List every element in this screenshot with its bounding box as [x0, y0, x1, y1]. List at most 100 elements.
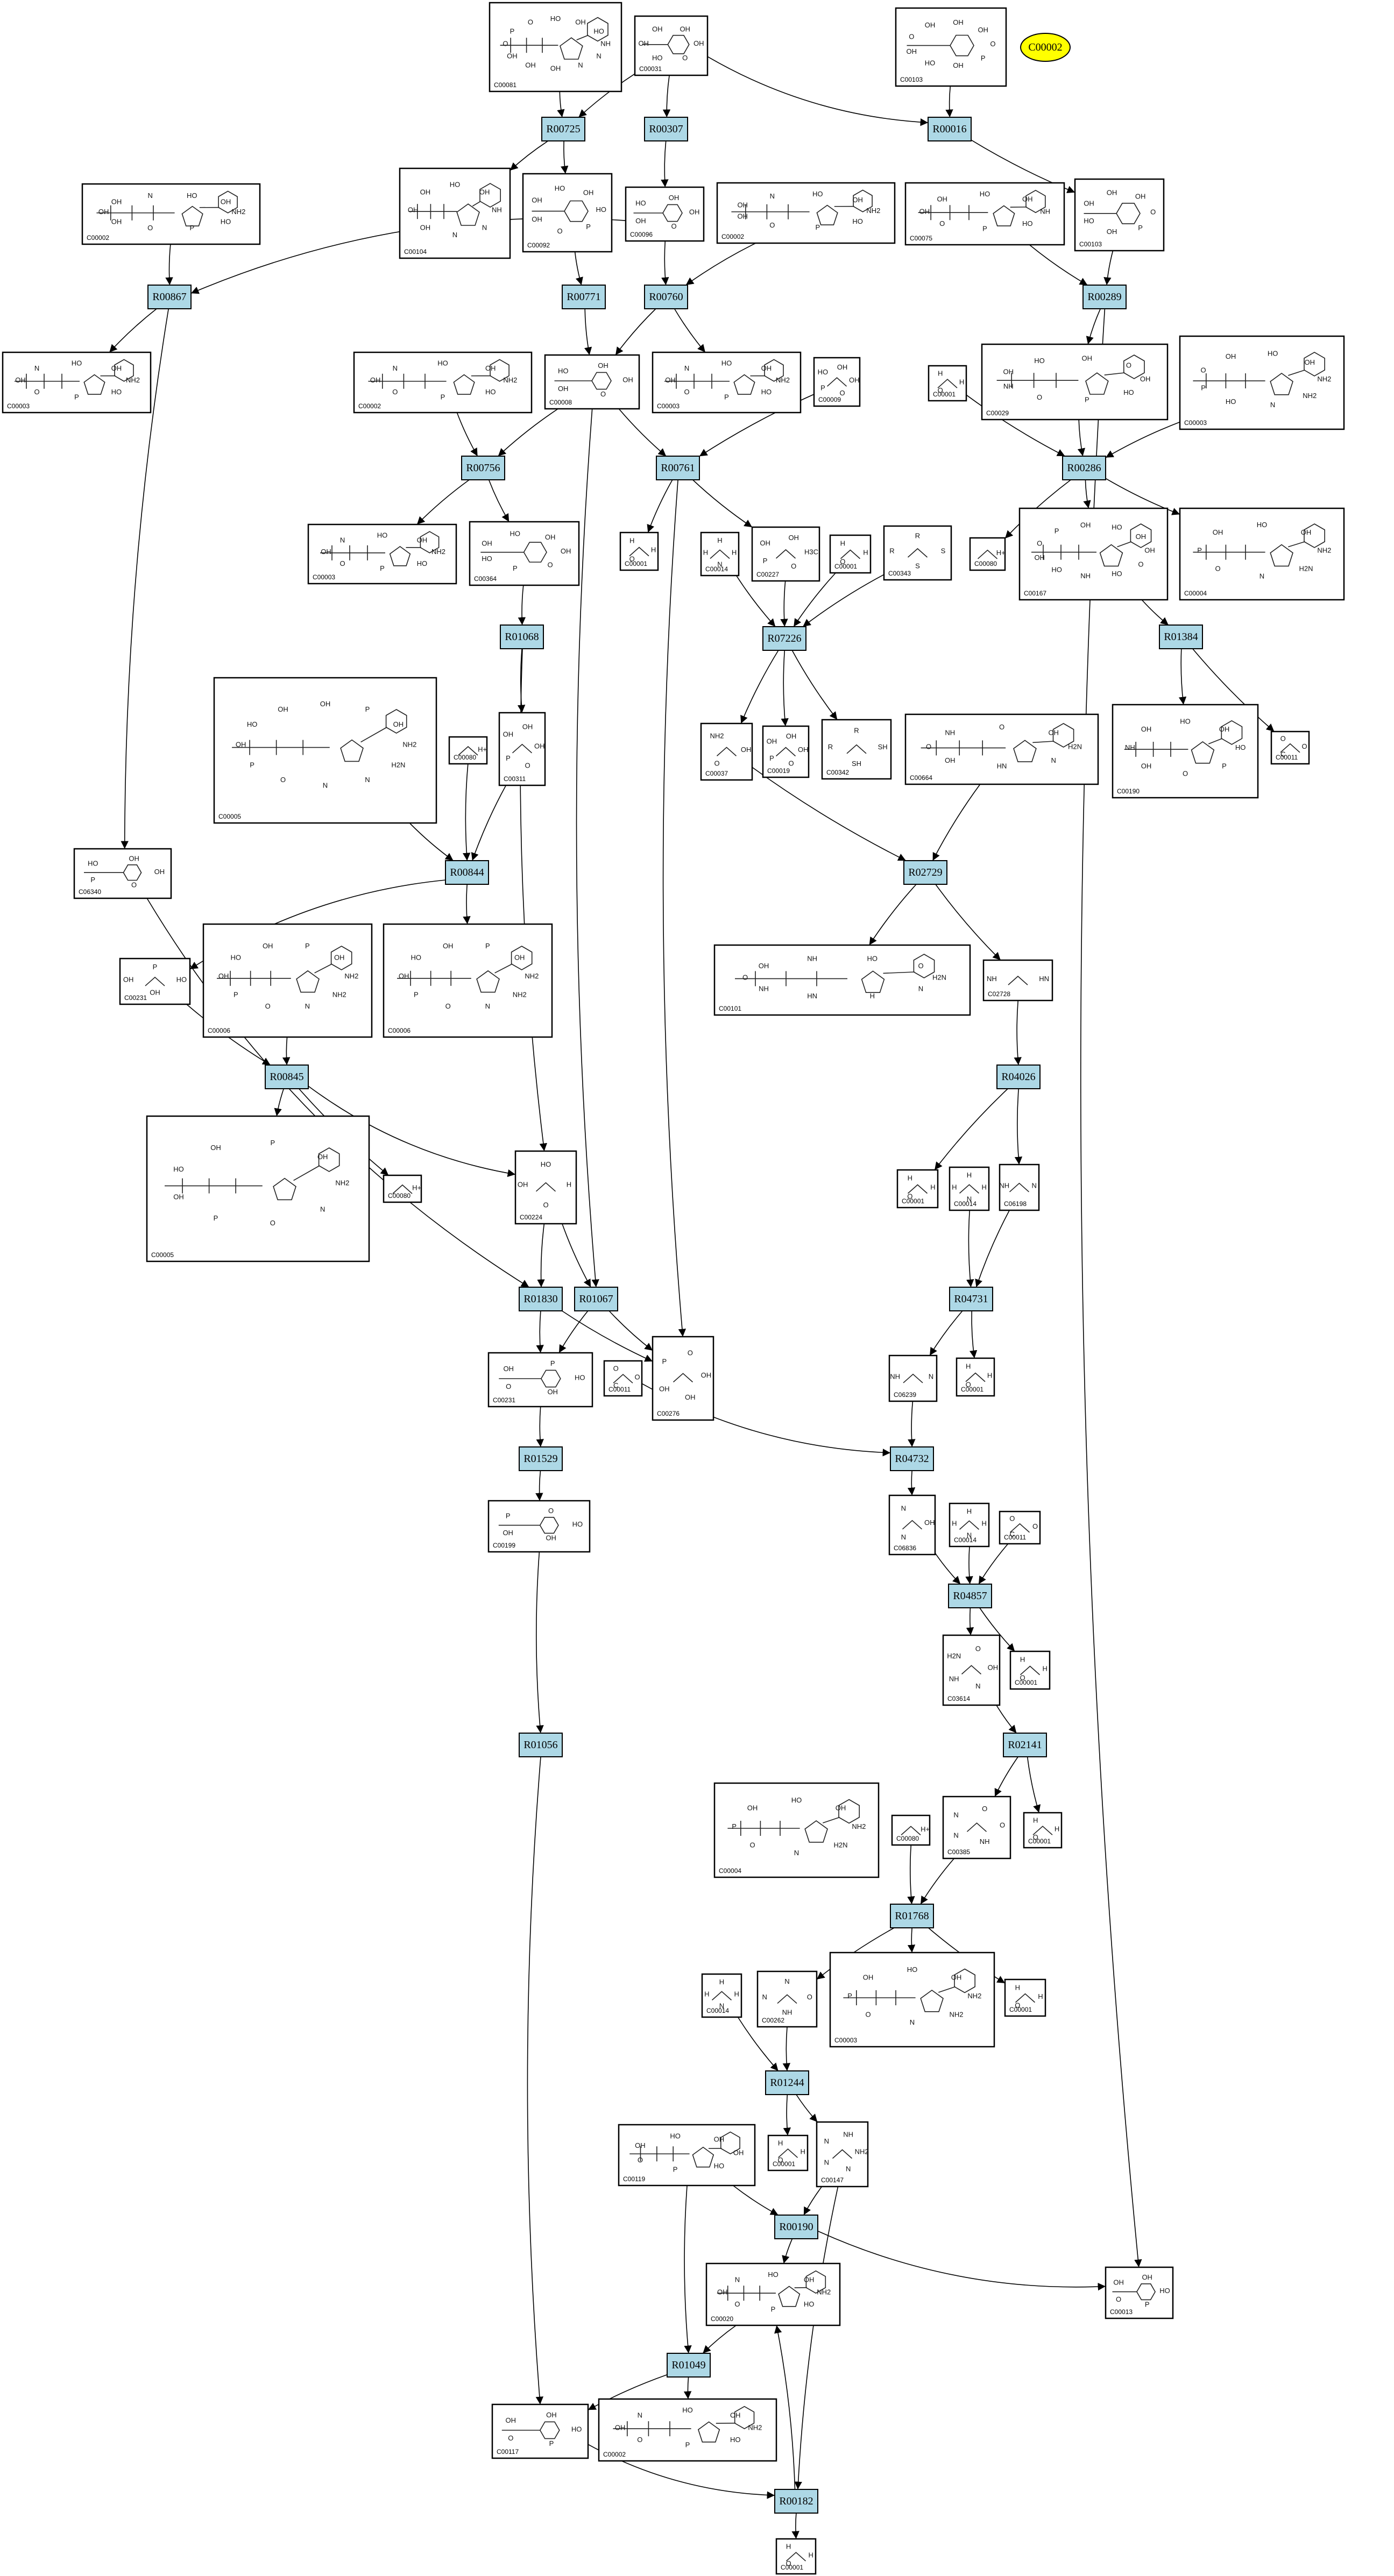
reaction-R00771[interactable]: R00771 — [562, 285, 606, 309]
compound-C00080[interactable]: H+C00080 — [891, 1814, 931, 1846]
reaction-R04731[interactable]: R04731 — [949, 1287, 993, 1311]
reaction-R01768[interactable]: R01768 — [890, 1904, 934, 1928]
reaction-R01068[interactable]: R01068 — [500, 625, 544, 649]
compound-C00080[interactable]: H+C00080 — [969, 537, 1006, 571]
reaction-R01067[interactable]: R01067 — [574, 1287, 618, 1311]
reaction-R00760[interactable]: R00760 — [644, 285, 688, 309]
reaction-R00289[interactable]: R00289 — [1082, 285, 1127, 309]
reaction-R01384[interactable]: R01384 — [1159, 625, 1203, 649]
reaction-R00867[interactable]: R00867 — [147, 285, 192, 309]
reaction-R04732[interactable]: R04732 — [890, 1446, 934, 1471]
compound-C00080[interactable]: H+C00080 — [383, 1174, 422, 1203]
reaction-R01529[interactable]: R01529 — [519, 1446, 563, 1471]
compound-C00080[interactable]: H+C00080 — [448, 736, 488, 765]
reaction-R00845[interactable]: R00845 — [265, 1065, 309, 1089]
reaction-R00286[interactable]: R00286 — [1062, 456, 1106, 480]
reaction-R07226[interactable]: R07226 — [762, 626, 806, 651]
reaction-R00725[interactable]: R00725 — [541, 117, 585, 141]
reaction-R01049[interactable]: R01049 — [667, 2353, 711, 2378]
reaction-R00190[interactable]: R00190 — [774, 2215, 818, 2239]
reaction-R00761[interactable]: R00761 — [656, 456, 700, 480]
reaction-R01244[interactable]: R01244 — [765, 2070, 809, 2095]
reaction-R01056[interactable]: R01056 — [519, 1733, 563, 1757]
highlighted-compound[interactable]: C00002 — [1020, 33, 1071, 62]
reaction-R00844[interactable]: R00844 — [445, 860, 489, 885]
reaction-R04026[interactable]: R04026 — [996, 1065, 1041, 1089]
reaction-R00016[interactable]: R00016 — [928, 117, 972, 141]
reaction-R04857[interactable]: R04857 — [948, 1584, 992, 1608]
reaction-R00756[interactable]: R00756 — [461, 456, 505, 480]
reaction-R02729[interactable]: R02729 — [903, 860, 947, 885]
reaction-R00307[interactable]: R00307 — [644, 117, 688, 141]
reaction-R00182[interactable]: R00182 — [774, 2489, 818, 2514]
reaction-R02141[interactable]: R02141 — [1003, 1733, 1047, 1757]
